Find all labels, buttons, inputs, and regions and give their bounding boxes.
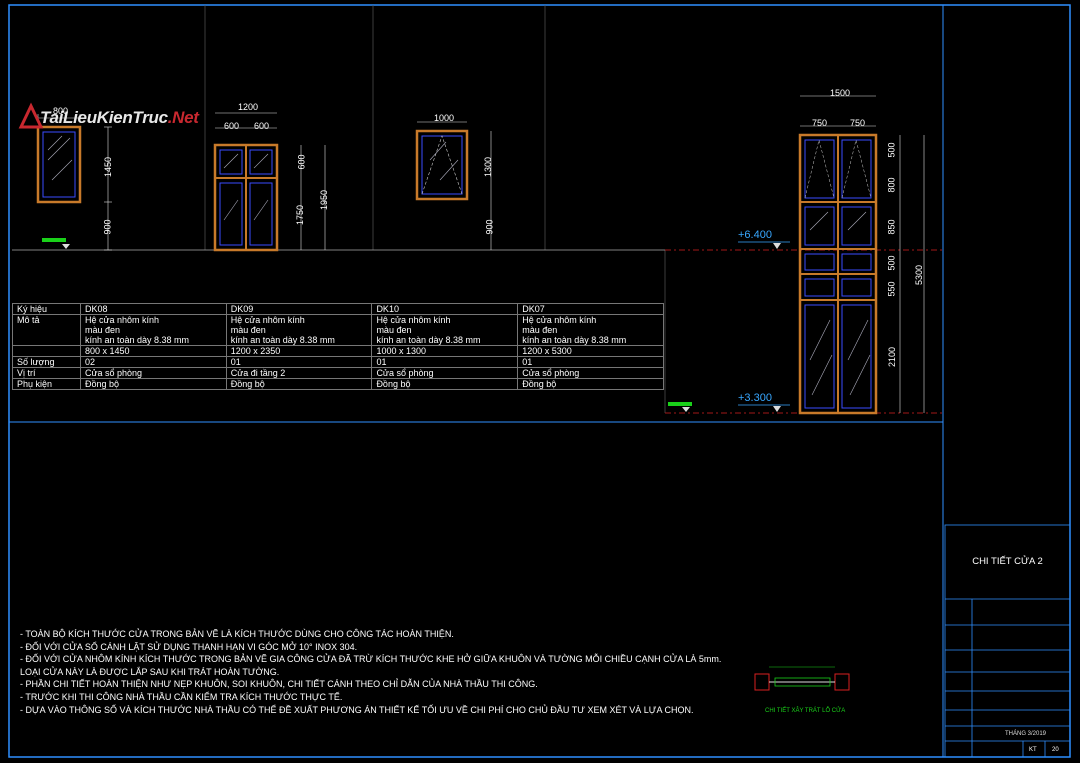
row-header: Số lượng xyxy=(12,356,81,368)
door-schedule-table: Ký hiệu DK08 DK09 DK10 DK07 Mô tả Hệ cửa… xyxy=(12,303,664,390)
dim-dk09-top: 600 xyxy=(296,154,307,170)
table-cell: 01 xyxy=(517,356,664,368)
dim-dk07-width: 1500 xyxy=(830,88,851,98)
row-header: Mô tả xyxy=(12,314,81,346)
row-header: Vị trí xyxy=(12,367,81,379)
logo: TaiLieuKienTruc.Net xyxy=(40,108,199,127)
dim-dk10-sill: 900 xyxy=(484,219,495,235)
table-row: 800 x 1450 1200 x 2350 1000 x 1300 1200 … xyxy=(12,345,664,357)
table-cell: Cửa sổ phòng xyxy=(371,367,519,379)
table-cell: 800 x 1450 xyxy=(79,345,227,357)
drawing-date: THÁNG 3/2019 xyxy=(1005,731,1047,737)
table-row: Phụ kiện Đồng bộ Đồng bộ Đồng bộ Đồng bộ xyxy=(12,378,664,390)
wall-opening-detail xyxy=(754,666,850,691)
dim-dk09-width: 1200 xyxy=(238,102,259,112)
level-markers xyxy=(62,243,781,412)
table-row: Ký hiệu DK08 DK09 DK10 DK07 xyxy=(12,303,664,315)
dim-dk08-height: 1450 xyxy=(103,156,114,178)
note-line: - ĐỐI VỚI CỬA SỔ CÁNH LẬT SỬ DỤNG THANH … xyxy=(20,641,358,652)
level-upper: +6.400 xyxy=(738,229,772,241)
elevation-tag xyxy=(668,402,692,406)
sheet-number: 20 xyxy=(1052,747,1059,753)
table-cell: DK10 xyxy=(371,303,519,315)
drawing-title: CHI TIẾT CỬA 2 xyxy=(972,556,1043,567)
table-cell: 1200 x 5300 xyxy=(517,345,664,357)
table-cell: Đồng bộ xyxy=(517,378,664,390)
table-cell: 1200 x 2350 xyxy=(225,345,373,357)
dim-dk07-seg: 800 xyxy=(886,177,897,193)
table-row: Vị trí Cửa sổ phòng Cửa đi tầng 2 Cửa sổ… xyxy=(12,367,664,379)
table-cell: Cửa sổ phòng xyxy=(517,367,664,379)
dim-dk07-seg: 500 xyxy=(886,255,897,271)
dim-dk09-bottom: 1750 xyxy=(295,204,306,226)
note-line: - PHẦN CHI TIẾT HOÀN THIỆN NHƯ NẸP KHUÔN… xyxy=(20,679,538,690)
elevation-tag xyxy=(42,238,66,242)
dim-dk07-seg: 500 xyxy=(886,142,897,158)
table-cell: Cửa đi tầng 2 xyxy=(225,367,373,379)
table-cell: 02 xyxy=(79,356,227,368)
general-notes: - TOÀN BỘ KÍCH THƯỚC CỬA TRONG BẢN VẼ LÀ… xyxy=(20,628,721,716)
table-cell: Cửa sổ phòng xyxy=(79,367,227,379)
table-cell: 01 xyxy=(225,356,373,368)
door-dk09-drawing xyxy=(213,112,326,252)
dim-dk10-width: 1000 xyxy=(434,113,455,123)
note-line: - TOÀN BỘ KÍCH THƯỚC CỬA TRONG BẢN VẼ LÀ… xyxy=(20,629,454,639)
sheet-border xyxy=(8,4,1071,758)
dim-dk09-half-left: 600 xyxy=(224,121,240,131)
door-dk10-drawing xyxy=(415,121,492,250)
logo-icon xyxy=(18,102,44,129)
table-row: Số lượng 02 01 01 01 xyxy=(12,356,664,368)
door-dk07-drawing xyxy=(798,95,925,415)
dim-dk07-total: 5300 xyxy=(914,264,925,286)
table-cell: 01 xyxy=(371,356,519,368)
dim-dk07-seg: 550 xyxy=(886,281,897,297)
note-line: LOẠI CỬA NÀY LÀ ĐƯỢC LẮP SAU KHI TRÁT HO… xyxy=(20,666,280,677)
dim-dk07-half-right: 750 xyxy=(850,118,866,128)
table-cell: 1000 x 1300 xyxy=(371,345,519,357)
dim-dk07-seg: 850 xyxy=(886,219,897,235)
sheet-code: KT xyxy=(1029,747,1037,753)
note-line: - ĐỐI VỚI CỬA NHÔM KÍNH KÍCH THƯỚC TRONG… xyxy=(20,654,722,665)
row-header: Phụ kiện xyxy=(12,378,81,390)
table-cell: Đồng bộ xyxy=(79,378,227,390)
row-header: Ký hiệu xyxy=(12,303,81,315)
dim-dk08-sill: 900 xyxy=(102,219,113,235)
table-cell: Đồng bộ xyxy=(371,378,519,390)
door-dk08-drawing xyxy=(36,114,112,251)
dim-dk10-height: 1300 xyxy=(483,156,494,178)
dim-dk08-width: 800 xyxy=(53,106,69,116)
dim-dk07-half-left: 750 xyxy=(812,118,828,128)
note-line: - DỰA VÀO THÔNG SỐ VÀ KÍCH THƯỚC NHÀ THẦ… xyxy=(20,704,694,715)
table-cell: Đồng bộ xyxy=(225,378,373,390)
detail-caption: CHI TIẾT XÂY TRÁT LỖ CỬA xyxy=(765,708,846,714)
level-lower: +3.300 xyxy=(738,392,772,404)
table-cell: DK07 xyxy=(517,303,664,315)
dim-dk09-half-right: 600 xyxy=(254,121,270,131)
table-cell: DK08 xyxy=(79,303,227,315)
dim-dk09-total: 1950 xyxy=(319,189,330,211)
dim-dk07-seg: 2100 xyxy=(887,346,898,368)
note-line: - TRƯỚC KHI THI CÔNG NHÀ THẦU CẦN KIỂM T… xyxy=(20,691,343,702)
title-block-lines xyxy=(944,524,1071,758)
column-guides xyxy=(12,5,666,413)
table-cell: DK09 xyxy=(225,303,373,315)
